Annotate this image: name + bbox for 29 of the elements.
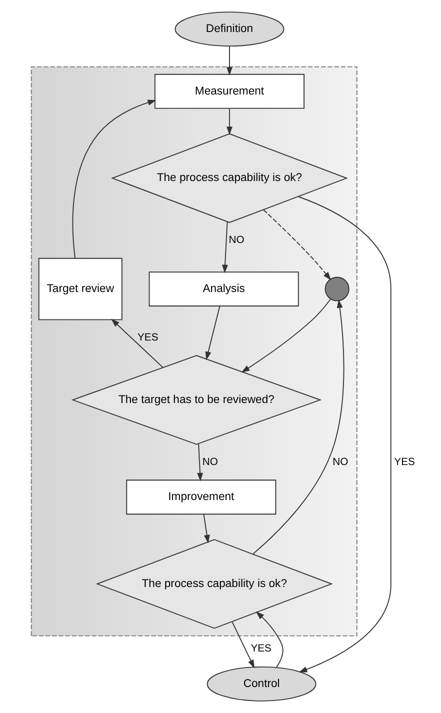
arrow xyxy=(262,209,331,280)
arrow xyxy=(222,221,228,274)
edge-label: NO xyxy=(228,235,244,246)
arrow xyxy=(252,299,344,555)
node-diamond: The process capability is ok? xyxy=(95,539,332,629)
arrow xyxy=(226,108,232,136)
arrow xyxy=(226,46,232,76)
node-box: Measurement xyxy=(154,74,304,109)
arrow xyxy=(204,306,220,360)
arrow xyxy=(240,298,331,373)
node-box: Target review xyxy=(38,258,122,320)
arrow xyxy=(231,621,254,668)
edge-label: NO xyxy=(332,456,348,468)
node-diamond: The process capability is ok? xyxy=(110,133,348,223)
arrow xyxy=(297,196,391,672)
edge-label: YES xyxy=(136,332,158,344)
node-box: Analysis xyxy=(148,272,298,306)
node-ellipse: Definition xyxy=(174,12,284,46)
arrow xyxy=(110,318,163,368)
arrow xyxy=(255,611,283,668)
node-diamond: The target has to be reviewed? xyxy=(70,355,322,445)
arrow xyxy=(196,443,202,482)
node-circle xyxy=(324,276,349,302)
edge-label: NO xyxy=(202,456,218,468)
arrow xyxy=(202,514,210,544)
arrow xyxy=(72,100,156,259)
node-box: Improvement xyxy=(126,480,276,515)
edge-label: YES xyxy=(394,456,414,468)
edge-label: YES xyxy=(250,644,271,655)
